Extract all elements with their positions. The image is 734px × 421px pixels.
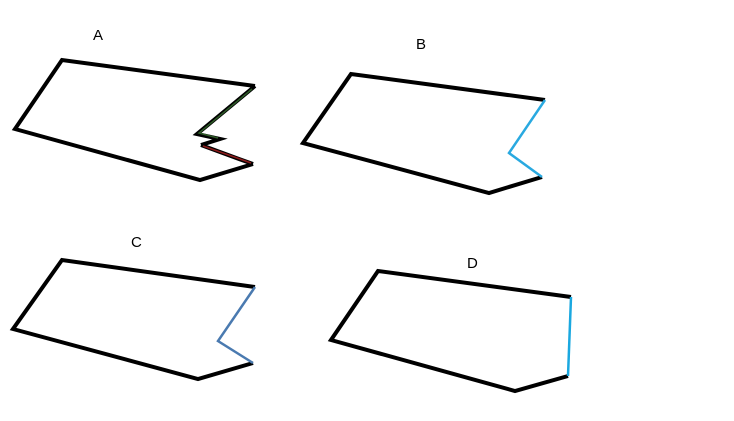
figure-a-upper-zigzag xyxy=(192,84,257,147)
figure-b-label: B xyxy=(416,36,426,53)
figure-c-colored-edge xyxy=(216,286,257,365)
figure-a-outline xyxy=(11,57,256,183)
figure-d: D xyxy=(327,255,573,394)
figure-c: C xyxy=(9,234,257,382)
figure-b-outline xyxy=(299,71,546,196)
figure-d-outline xyxy=(327,268,572,394)
figure-b-colored-edge xyxy=(507,99,547,179)
figure-a-label: A xyxy=(93,27,103,44)
figure-d-label: D xyxy=(467,255,478,272)
figure-a-upper-zigzag-colored xyxy=(197,88,253,139)
figure-a: A xyxy=(11,27,257,183)
figure-a-lower-edge-colored xyxy=(202,145,252,164)
figure-c-outline xyxy=(9,257,256,382)
figure-c-label: C xyxy=(131,234,142,251)
figure-b: B xyxy=(299,36,547,196)
figure-d-colored-edge xyxy=(566,296,573,377)
